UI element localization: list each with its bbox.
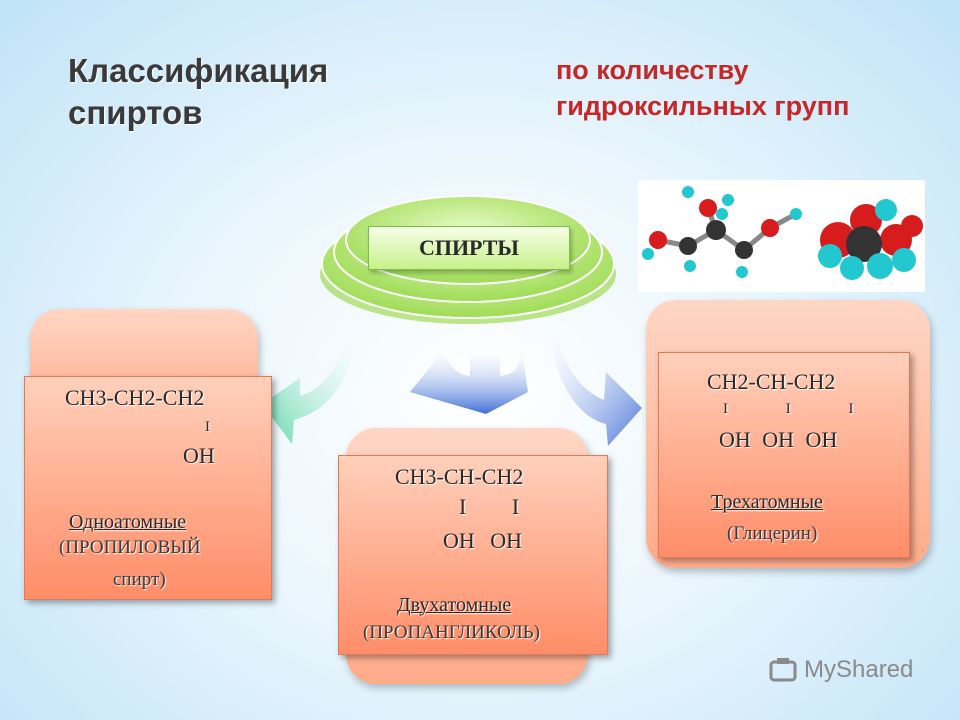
subtitle-line-1: по количеству bbox=[556, 55, 749, 85]
center-label-spirty: СПИРТЫ bbox=[368, 226, 570, 270]
left-oh: OH bbox=[183, 443, 215, 468]
molecule-illustration bbox=[638, 180, 925, 292]
middle-formula: CH3-CH-CH2 bbox=[395, 464, 524, 489]
glycerol-spacefill-icon bbox=[818, 199, 923, 280]
middle-bonds: I I bbox=[459, 494, 520, 519]
right-bonds: I I I bbox=[723, 401, 854, 417]
middle-kind: Двухатомные bbox=[397, 594, 512, 616]
page-subtitle: по количеству гидроксильных групп bbox=[556, 52, 849, 124]
down-arrow-icon bbox=[410, 350, 528, 414]
left-card: CH3-CH2-CH2 I OH Одноатомные (ПРОПИЛОВЫЙ… bbox=[24, 376, 272, 600]
title-line-1: Классификация bbox=[68, 52, 329, 89]
watermark: MyShared bbox=[768, 656, 913, 684]
middle-note: (ПРОПАНГЛИКОЛЬ) bbox=[363, 622, 540, 643]
left-kind: Одноатомные bbox=[69, 511, 187, 533]
title-line-2: спиртов bbox=[68, 94, 203, 131]
myshared-logo-icon bbox=[769, 658, 797, 682]
glycerol-molecule-icon bbox=[642, 186, 802, 278]
right-kind: Трехатомные bbox=[711, 491, 823, 513]
page-title: Классификация спиртов bbox=[68, 50, 328, 134]
middle-card: CH3-CH-CH2 I I OH OH Двухатомные (ПРОПАН… bbox=[338, 455, 608, 655]
left-note-1: (ПРОПИЛОВЫЙ bbox=[59, 537, 201, 558]
watermark-text: MyShared bbox=[804, 656, 914, 683]
left-arrow-icon bbox=[262, 330, 356, 444]
right-formula: CH2-CH-CH2 bbox=[707, 369, 836, 394]
left-note-2: спирт) bbox=[113, 569, 166, 590]
right-card: CH2-CH-CH2 I I I OH OH OH Трехатомные (Г… bbox=[658, 352, 910, 558]
left-formula: CH3-CH2-CH2 bbox=[65, 385, 205, 410]
left-bond: I bbox=[205, 419, 210, 435]
subtitle-line-2: гидроксильных групп bbox=[556, 91, 850, 121]
right-note: (Глицерин) bbox=[727, 523, 818, 544]
right-ohs: OH OH OH bbox=[719, 427, 838, 452]
middle-ohs: OH OH bbox=[443, 528, 523, 553]
